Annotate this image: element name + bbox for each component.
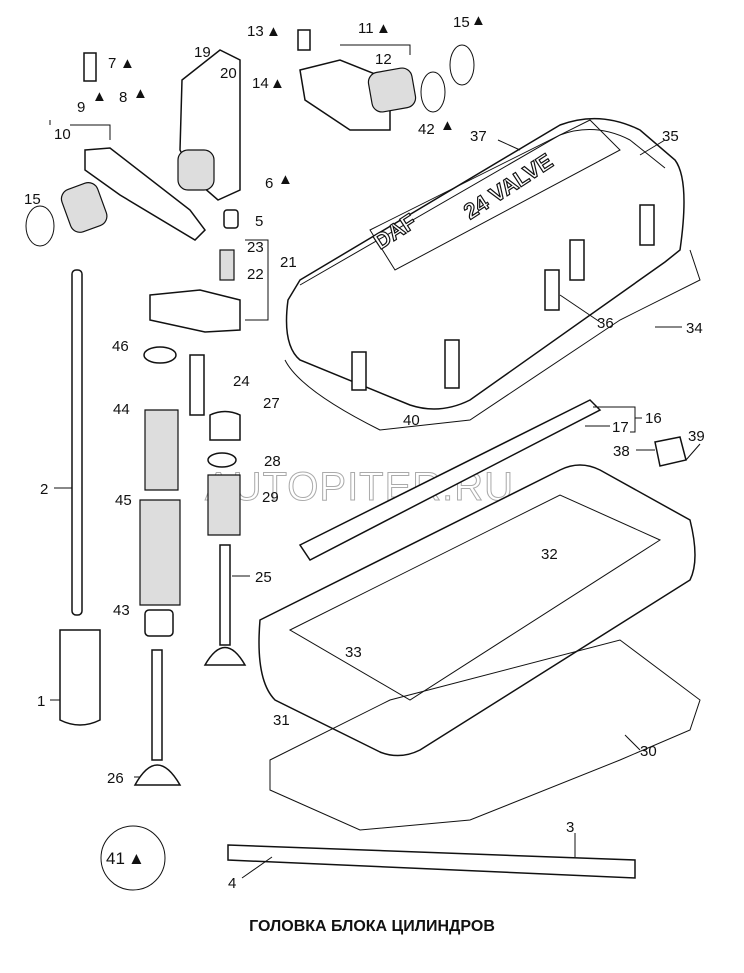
- callout-41: 41: [106, 849, 125, 868]
- callout-37: 37: [470, 128, 487, 145]
- callout-27: 27: [263, 395, 280, 412]
- callout-3: 3: [566, 819, 574, 836]
- callout-13: 13: [247, 23, 264, 40]
- callout-25: 25: [255, 569, 272, 586]
- callout-40: 40: [403, 412, 420, 429]
- gasket-strip: [298, 399, 602, 561]
- callout-46: 46: [112, 338, 129, 355]
- callout-9: 9: [77, 99, 85, 116]
- marker-icon: ▲: [92, 88, 107, 105]
- callout-21: 21: [280, 254, 297, 271]
- callout-36: 36: [597, 315, 614, 332]
- callout-22: 22: [247, 266, 264, 283]
- callout-6: 6: [265, 175, 273, 192]
- callout-31: 31: [273, 712, 290, 729]
- callout-20: 20: [220, 65, 237, 82]
- callout-33: 33: [345, 644, 362, 661]
- callout-35: 35: [662, 128, 679, 145]
- marker-icon: ▲: [128, 849, 145, 868]
- callout-7: 7: [108, 55, 116, 72]
- callout-1: 1: [37, 693, 45, 710]
- diagram-title: ГОЛОВКА БЛОКА ЦИЛИНДРОВ: [249, 918, 495, 935]
- callout-28: 28: [264, 453, 281, 470]
- callout-4: 4: [228, 875, 236, 892]
- marker-icon: ▲: [133, 85, 148, 102]
- callout-30: 30: [640, 743, 657, 760]
- callout-8: 8: [119, 89, 127, 106]
- callout-23: 23: [247, 239, 264, 256]
- callout-45: 45: [115, 492, 132, 509]
- callout-2: 2: [40, 481, 48, 498]
- callout-10: 10: [54, 126, 71, 143]
- callout-38: 38: [613, 443, 630, 460]
- marker-icon: ▲: [376, 20, 391, 37]
- marker-icon: ▲: [120, 55, 135, 72]
- callout-15-left: 15: [24, 191, 41, 208]
- callout-15-top: 15: [453, 14, 470, 31]
- marker-icon: ▲: [278, 171, 293, 188]
- callout-5: 5: [255, 213, 263, 230]
- valve-cover: DAF 24 VALVE: [285, 117, 685, 410]
- callout-11: 11: [358, 20, 374, 37]
- rocker-housing: [258, 464, 696, 757]
- callout-26: 26: [107, 770, 124, 787]
- callout-17: 17: [612, 419, 629, 436]
- cover-gasket: [284, 249, 701, 431]
- marker-icon: ▲: [266, 23, 281, 40]
- callout-29: 29: [262, 489, 279, 506]
- callout-34: 34: [686, 320, 703, 337]
- callout-24: 24: [233, 373, 250, 390]
- valve-train-parts: [25, 29, 687, 891]
- marker-icon: ▲: [270, 75, 285, 92]
- marker-icon: ▲: [471, 12, 486, 29]
- callout-12: 12: [375, 51, 392, 68]
- locating-bar: [227, 844, 636, 879]
- callout-43: 43: [113, 602, 130, 619]
- callout-19: 19: [194, 44, 211, 61]
- callouts: 13▲ 11▲ 15▲ 7▲ 14▲ 12 19 20 8▲ 9▲ 10 42▲…: [24, 12, 705, 892]
- marker-icon: ▲: [440, 117, 455, 134]
- callout-44: 44: [113, 401, 130, 418]
- callout-32: 32: [541, 546, 558, 563]
- callout-42: 42: [418, 121, 435, 138]
- callout-39: 39: [688, 428, 705, 445]
- leader-lines: [49, 44, 701, 879]
- callout-16: 16: [645, 410, 662, 427]
- callout-14: 14: [252, 75, 269, 92]
- lower-gasket: [269, 639, 701, 831]
